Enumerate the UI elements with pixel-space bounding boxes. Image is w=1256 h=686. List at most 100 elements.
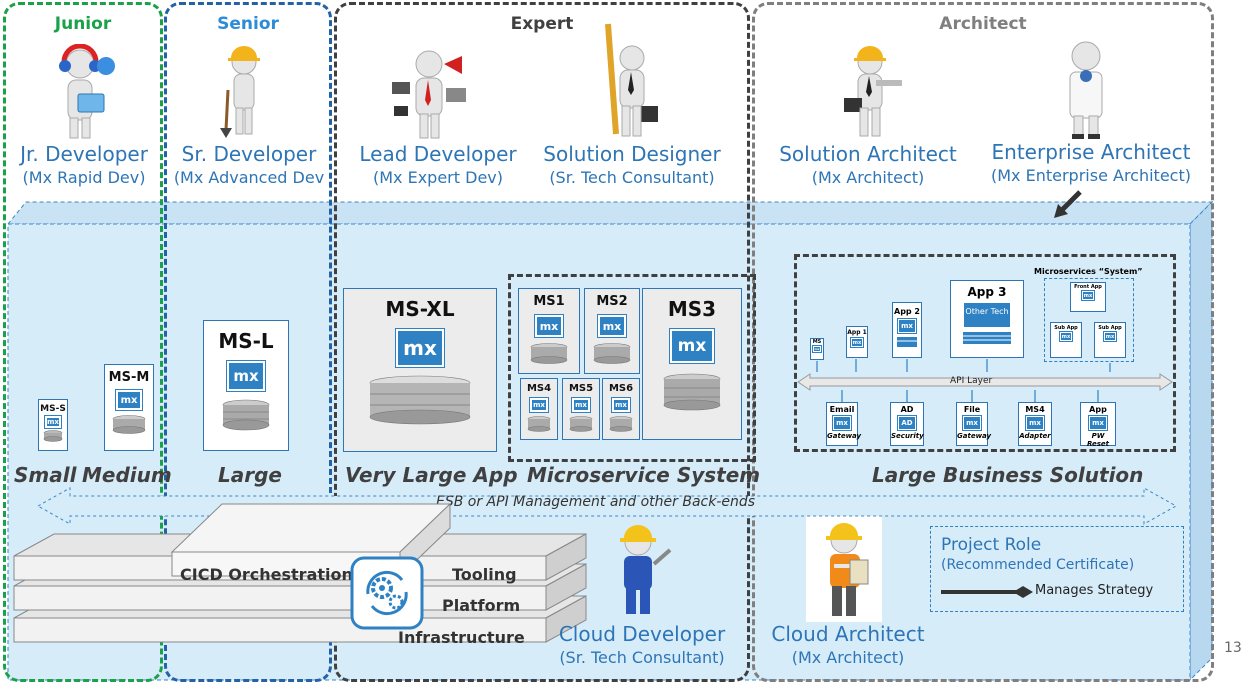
microservice-system-frame [508, 274, 756, 462]
mx-logo-icon: mx [1088, 415, 1108, 431]
mx-logo-icon: mx [669, 328, 715, 364]
bs-ms-small-title: MS [812, 339, 822, 345]
role-cloud-developer-name: Cloud Developer [558, 622, 726, 646]
cloud-developer-figure [620, 525, 672, 614]
expert-frame [334, 2, 750, 682]
bs-ms4-title: MS4 [1025, 405, 1045, 414]
role-sr-developer-name: Sr. Developer [181, 142, 317, 166]
legend-arrow-icon [941, 586, 1033, 598]
size-small-label: Small [14, 463, 77, 487]
role-lead-developer-cert: (Mx Expert Dev) [373, 168, 503, 187]
app-ms3-title: MS3 [667, 297, 717, 321]
bs-ad-sub: Security [891, 432, 924, 440]
mx-logo-icon: mx [1025, 415, 1045, 431]
sr-developer-figure [220, 46, 260, 138]
mx-logo-icon: mx [597, 314, 627, 338]
mx-logo-icon: mx [611, 397, 631, 413]
enterprise-strategy-arrow [1054, 190, 1082, 218]
database-icon [569, 416, 593, 432]
legend-arrow-label: Manages Strategy [1035, 583, 1154, 598]
architect-title: Architect [939, 14, 1027, 34]
api-connectors [816, 359, 1111, 402]
role-sr-developer-cert: (Mx Advanced Dev [173, 168, 325, 187]
mx-logo-icon: mx [812, 345, 822, 353]
size-business-label: Large Business Solution [872, 463, 1144, 487]
database-icon [593, 343, 631, 364]
slab-platform-label: Platform [442, 596, 521, 615]
size-very-large-label: Very Large App [345, 463, 518, 487]
bs-ms-small: MS mx [810, 338, 824, 360]
junior-title: Junior [54, 14, 112, 34]
bs-email-sub: Gateway [827, 432, 862, 440]
app-ms6-title: MS6 [608, 383, 634, 394]
slab-cicd-label: CICD Orchestration [180, 565, 353, 584]
mx-logo-icon: mx [962, 415, 982, 431]
senior-title: Senior [217, 14, 279, 34]
app-ms1-title: MS1 [533, 294, 565, 309]
role-jr-developer-name: Jr. Developer [20, 142, 148, 166]
bs-front-app: Front App mx [1070, 282, 1106, 312]
role-cloud-architect-name: Cloud Architect [771, 622, 925, 646]
app-ms-s: MS-S mx [38, 399, 68, 451]
legend-title: Project Role [941, 535, 1042, 555]
database-icon [897, 337, 917, 347]
role-enterprise-architect-name: Enterprise Architect [991, 140, 1191, 164]
mx-logo-icon: mx [832, 415, 852, 431]
junior-frame [3, 2, 163, 682]
database-icon [530, 343, 568, 364]
mx-logo-icon: mx [850, 337, 864, 348]
lead-developer-figure [392, 50, 466, 139]
database-icon [663, 373, 721, 411]
size-large-label: Large [218, 463, 282, 487]
gears-icon [350, 556, 424, 630]
api-layer-label: API Layer [950, 376, 993, 386]
solution-architect-figure [844, 46, 902, 137]
bs-file-title: File [963, 405, 981, 414]
bs-other-tech: Other Tech [964, 303, 1010, 327]
bs-email-gateway: Email mx Gateway [826, 402, 862, 446]
role-cloud-developer-cert: (Sr. Tech Consultant) [559, 648, 725, 667]
page-number: 13 [1224, 640, 1242, 656]
bs-file-sub: Gateway [957, 432, 992, 440]
bs-front-app-title: Front App [1074, 284, 1102, 290]
app-ms1: MS1 mx [518, 288, 580, 374]
infrastructure-slabs [13, 502, 587, 643]
bs-app2: App 2 mx [892, 302, 922, 358]
database-icon [222, 399, 270, 431]
app-ms4-title: MS4 [526, 383, 552, 394]
esb-label: ESB or API Management and other Back-end… [436, 494, 756, 510]
app-ms-m: MS-M mx [104, 364, 154, 451]
app-ms2-title: MS2 [596, 294, 628, 309]
mx-logo-icon: mx [534, 314, 564, 338]
app-ms-l: MS-L mx [203, 320, 289, 451]
database-icon [369, 375, 471, 425]
mx-logo-icon: mx [571, 397, 591, 413]
bs-ms-system-frame [1044, 278, 1134, 362]
mx-logo-icon: mx [1081, 290, 1095, 301]
bs-app3: App 3 Other Tech [950, 280, 1024, 358]
ad-logo-icon: AD [897, 415, 917, 431]
role-solution-designer-cert: (Sr. Tech Consultant) [549, 168, 715, 187]
size-microservice-label: Microservice System [527, 463, 761, 487]
cloud-architect-figure [806, 516, 882, 622]
mx-logo-icon: mx [897, 318, 917, 334]
role-solution-architect-cert: (Mx Architect) [811, 168, 925, 187]
bs-app3-title: App 3 [967, 285, 1007, 299]
app-ms3: MS3 mx [642, 288, 742, 440]
app-ms2: MS2 mx [584, 288, 640, 374]
senior-frame [164, 2, 332, 682]
api-layer-arrow [797, 373, 1173, 391]
slab-tooling-label: Tooling [452, 565, 517, 584]
enterprise-architect-figure [1069, 41, 1103, 139]
bs-ms4-sub: Adapter [1019, 432, 1051, 440]
slab-infrastructure-label: Infrastructure [398, 628, 525, 647]
jr-developer-figure [59, 44, 115, 139]
mx-logo-icon: mx [1059, 331, 1073, 342]
legend-subtitle: (Recommended Certificate) [941, 557, 1135, 573]
bs-app-title: App [1089, 405, 1107, 414]
database-icon [609, 416, 633, 432]
bs-app1-title: App 1 [847, 329, 867, 336]
bs-email-title: Email [829, 405, 855, 414]
role-lead-developer-name: Lead Developer [359, 142, 517, 166]
bs-app-sub: PW Reset [1086, 432, 1110, 448]
